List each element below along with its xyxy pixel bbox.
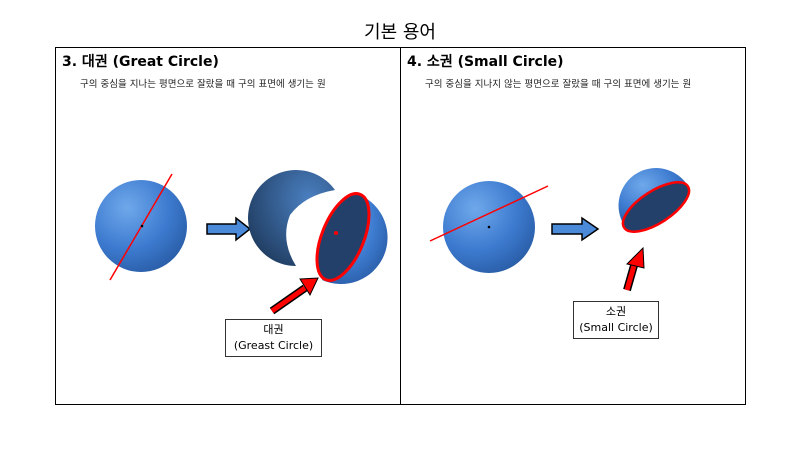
label-english: (Small Circle) — [579, 321, 653, 334]
label-english: (Greast Circle) — [233, 339, 314, 352]
great-circle-hemispheres — [248, 169, 388, 285]
small-circle-cap — [618, 168, 691, 233]
label-korean: 대권 — [263, 323, 284, 336]
small-circle-panel: 4. 소권 (Small Circle) 구의 중심을 지나지 않는 평면으로 … — [400, 47, 746, 405]
panel-heading: 3. 대권 (Great Circle) — [62, 54, 219, 70]
sphere-icon — [95, 173, 187, 281]
sphere-icon — [429, 181, 549, 273]
small-circle-label: 소권 (Small Circle) — [573, 301, 659, 339]
slide-title: 기본 용어 — [364, 22, 436, 43]
panel-description: 구의 중심을 지나지 않는 평면으로 잘랐을 때 구의 표면에 생기는 원 — [425, 79, 692, 90]
right-arrow-icon — [206, 216, 252, 242]
great-circle-label: 대권 (Greast Circle) — [225, 319, 322, 357]
right-arrow-icon — [551, 216, 600, 242]
label-korean: 소권 — [605, 305, 627, 318]
pointer-arrow-icon — [269, 277, 319, 315]
pointer-arrow-icon — [623, 246, 645, 292]
panel-heading: 4. 소권 (Small Circle) — [407, 54, 564, 70]
panel-description: 구의 중심을 지나는 평면으로 잘랐을 때 구의 표면에 생기는 원 — [80, 79, 326, 90]
